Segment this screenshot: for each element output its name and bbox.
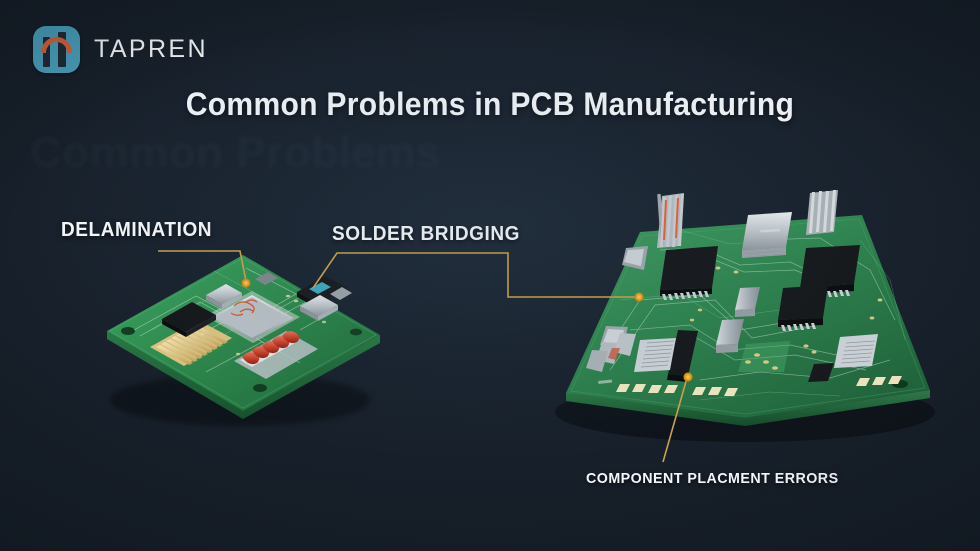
large-pcb-bottom-pads xyxy=(616,376,902,396)
large-pcb-dip-chip xyxy=(667,330,698,382)
large-pcb-chip-2 xyxy=(800,245,860,299)
large-pcb-chip-1 xyxy=(660,246,718,300)
delamination-crack xyxy=(230,299,258,316)
large-pcb-chip-3 xyxy=(778,285,828,331)
large-pcb-header-orange xyxy=(657,193,684,271)
brand-logo[interactable]: TAPREN xyxy=(33,26,208,73)
small-pcb-solder-bridge xyxy=(234,331,318,379)
tapren-arch-logo-icon xyxy=(33,26,80,73)
large-pcb-heatsink xyxy=(806,190,838,235)
leader-markers xyxy=(241,278,693,382)
small-pcb-chip-teal xyxy=(297,276,347,309)
page-title: Common Problems in PCB Manufacturing xyxy=(185,86,795,122)
small-pcb-silver-parts xyxy=(206,272,352,321)
small-pcb-body xyxy=(107,255,380,419)
callout-label-solder-bridging: SOLDER BRIDGING xyxy=(332,223,521,245)
leader-lines xyxy=(158,250,688,463)
ghost-title-text: Common Problems xyxy=(30,128,441,178)
marker-delamination xyxy=(241,278,251,288)
brand-name: TAPREN xyxy=(94,35,208,63)
leader-line-delamination xyxy=(158,250,247,282)
marker-component-placement xyxy=(683,372,693,382)
callout-label-delamination: DELAMINATION xyxy=(61,219,213,241)
large-pcb-left-connectors xyxy=(586,246,648,372)
small-pcb-connector xyxy=(150,320,232,366)
large-pcb-silver-blocks xyxy=(634,287,878,382)
large-pcb-shield-can xyxy=(742,212,792,258)
leader-line-component-placement xyxy=(662,377,688,463)
callout-label-component-placement-errors: COMPONENT PLACMENT ERRORS xyxy=(586,470,839,487)
leader-line-solder-bridging xyxy=(312,252,636,298)
large-pcb-body xyxy=(566,190,930,426)
marker-solder-bridging xyxy=(634,292,644,302)
small-pcb-chip-black xyxy=(162,302,216,337)
